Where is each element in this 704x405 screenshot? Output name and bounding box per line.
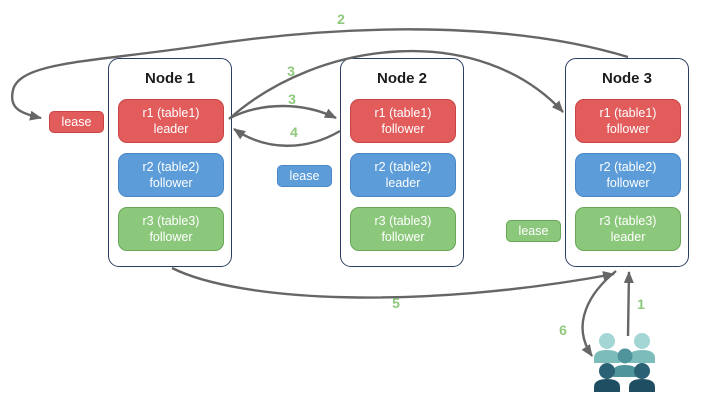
node-title: Node 1	[144, 70, 195, 87]
users-group-icon	[594, 333, 655, 392]
lease-badge-red: lease	[49, 111, 104, 133]
replica-role: follower	[606, 176, 650, 190]
replica-label: r1 (table1)	[374, 105, 432, 120]
node2-replica-r1: r1 (table1) follower	[350, 99, 456, 143]
step-label-6: 6	[559, 322, 567, 338]
step-label-3b: 3	[288, 91, 296, 107]
replica-role: follower	[149, 230, 193, 244]
step-label-3a: 3	[287, 63, 295, 79]
replica-role: leader	[153, 122, 189, 136]
replica-role: leader	[610, 230, 646, 244]
person-back-right-icon	[629, 333, 655, 363]
node-2-box: Node 2 r1 (table1) follower r2 (table2) …	[340, 58, 464, 267]
replica-label: r3 (table3)	[142, 213, 200, 228]
replica-label: r2 (table2)	[374, 159, 432, 174]
node3-replica-r3: r3 (table3) leader	[575, 207, 681, 251]
person-front-left-icon	[594, 363, 620, 392]
arrow-step-3-short	[229, 104, 337, 120]
step-label-2: 2	[337, 11, 345, 27]
step-label-4: 4	[290, 124, 298, 140]
node2-replica-r3: r3 (table3) follower	[350, 207, 456, 251]
replica-role: follower	[606, 122, 650, 136]
person-center-icon	[613, 348, 637, 377]
lease-badge-blue: lease	[277, 165, 332, 187]
node3-replica-r1: r1 (table1) follower	[575, 99, 681, 143]
arrow-step-4	[233, 128, 341, 147]
node-1-box: Node 1 r1 (table1) leader r2 (table2) fo…	[108, 58, 232, 267]
person-front-right-icon	[629, 363, 655, 392]
replica-label: r3 (table3)	[599, 213, 657, 228]
replica-label: r1 (table1)	[142, 105, 200, 120]
node1-replica-r2: r2 (table2) follower	[118, 153, 224, 197]
replica-label: r2 (table2)	[142, 159, 200, 174]
lease-badge-green: lease	[506, 220, 561, 242]
replica-label: r2 (table2)	[599, 159, 657, 174]
replica-label: r3 (table3)	[374, 213, 432, 228]
node-title: Node 3	[601, 70, 652, 87]
node1-replica-r1: r1 (table1) leader	[118, 99, 224, 143]
person-back-left-icon	[594, 333, 620, 363]
node-3-box: Node 3 r1 (table1) follower r2 (table2) …	[565, 58, 689, 267]
step-label-1: 1	[637, 296, 645, 312]
node-title: Node 2	[376, 70, 427, 87]
replica-role: leader	[385, 176, 421, 190]
arrow-step-5	[171, 266, 615, 299]
step-label-5: 5	[392, 295, 400, 311]
replica-label: r1 (table1)	[599, 105, 657, 120]
node3-replica-r2: r2 (table2) follower	[575, 153, 681, 197]
replica-role: follower	[381, 230, 425, 244]
arrow-step-2	[10, 28, 629, 121]
replica-role: follower	[381, 122, 425, 136]
node2-replica-r2: r2 (table2) leader	[350, 153, 456, 197]
node1-replica-r3: r3 (table3) follower	[118, 207, 224, 251]
replica-role: follower	[149, 176, 193, 190]
